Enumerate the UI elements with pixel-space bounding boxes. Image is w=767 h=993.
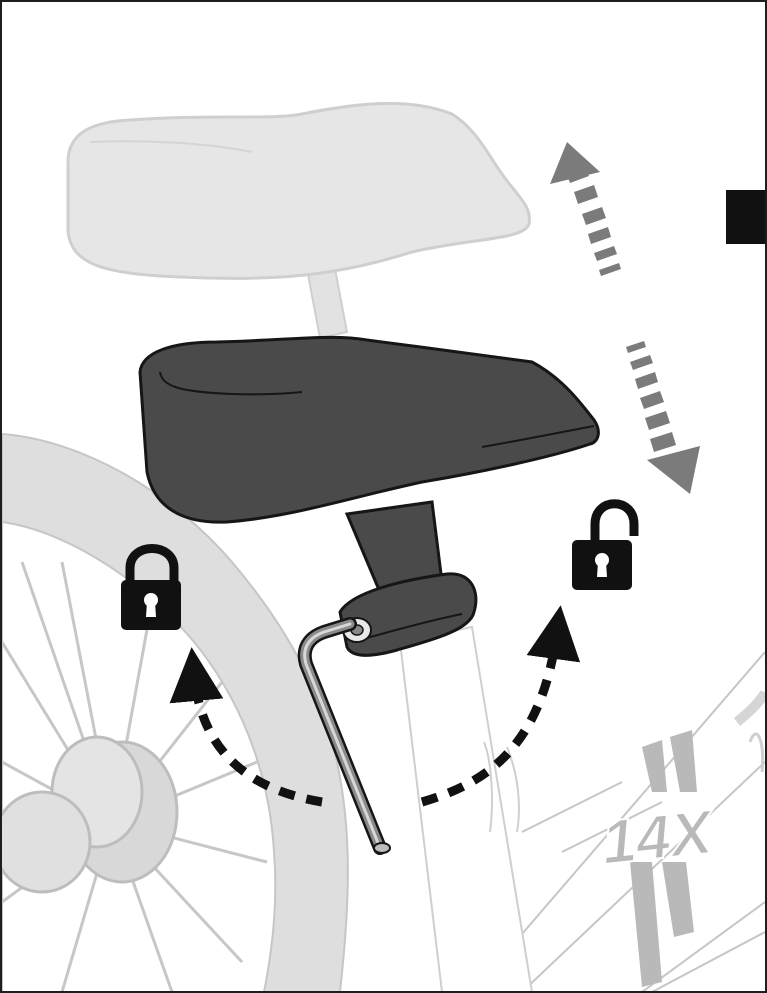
raise-arrow	[550, 142, 621, 276]
front-wheel	[2, 434, 348, 991]
seat	[140, 337, 598, 522]
lower-arrow	[626, 341, 700, 494]
section-marker-square	[726, 190, 765, 244]
unlock-icon	[572, 504, 634, 590]
ghost-seat	[68, 103, 529, 338]
seat-tube	[400, 627, 532, 991]
frame-decal-text: 14X	[598, 797, 719, 878]
